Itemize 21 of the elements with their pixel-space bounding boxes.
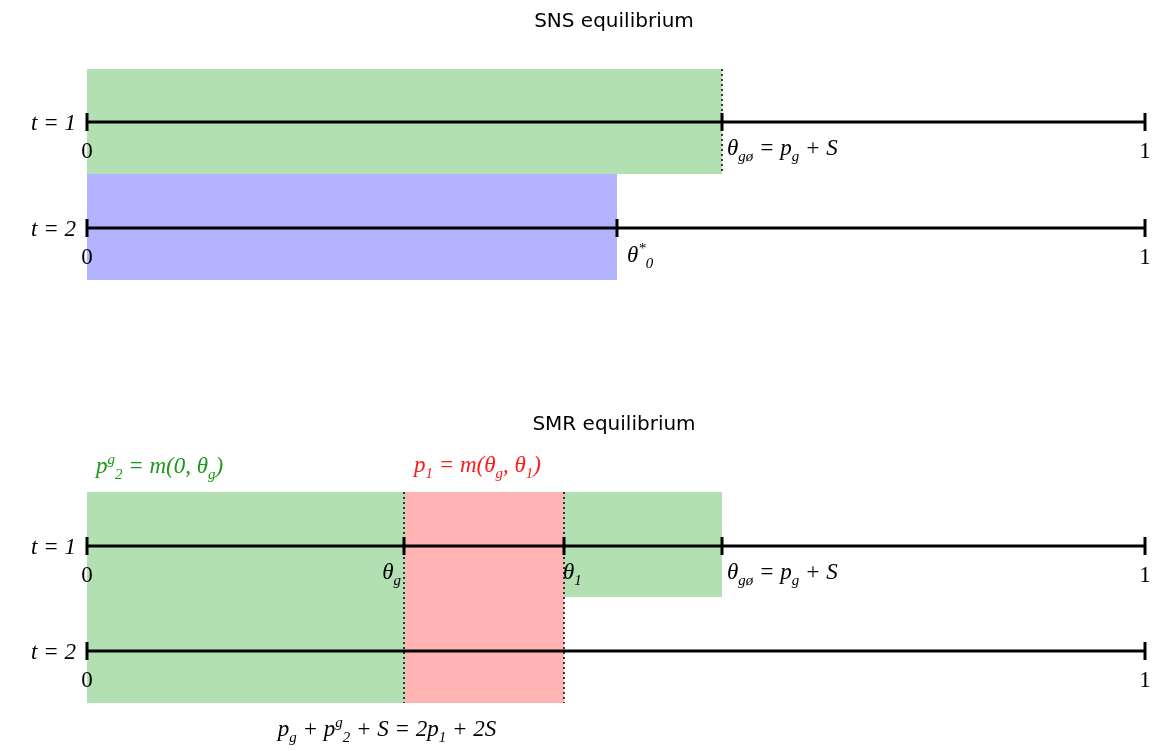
tick-label: 1 [1139,138,1151,162]
tick-label: 0 [81,244,93,268]
tick-label: 0 [81,138,93,162]
tick-label: 1 [1139,562,1151,586]
row-label: t = 1 [31,534,76,558]
threshold-label: θ$_{gø}$ = p$_{g}$ + S [727,136,838,164]
equilibrium-equation: p$_{g}$ + p$^{g}$$_{2}$ + S = 2p$_{1}$ + 2S [277,715,497,745]
threshold-label: θ$_{g}$ [382,560,401,588]
chart-title: SNS equilibrium [534,10,694,30]
threshold-label: θ$_{gø}$ = p$_{g}$ + S [727,560,838,588]
tick-label: 1 [1139,244,1151,268]
row-label: t = 2 [31,216,76,240]
tick-label: 0 [81,667,93,691]
price-equation: p$_{1}$ = m(θ$_{g}$, θ$_{1}$) [414,453,541,481]
chart-title: SMR equilibrium [532,413,696,433]
tick-label: 1 [1139,667,1151,691]
price-equation: p$^{g}$$_{2}$ = m(0, θ$_{g}$) [96,452,224,482]
tick-label: 0 [81,562,93,586]
threshold-label: θ$_{1}$ [563,560,582,588]
row-label: t = 1 [31,110,76,134]
row-label: t = 2 [31,639,76,663]
